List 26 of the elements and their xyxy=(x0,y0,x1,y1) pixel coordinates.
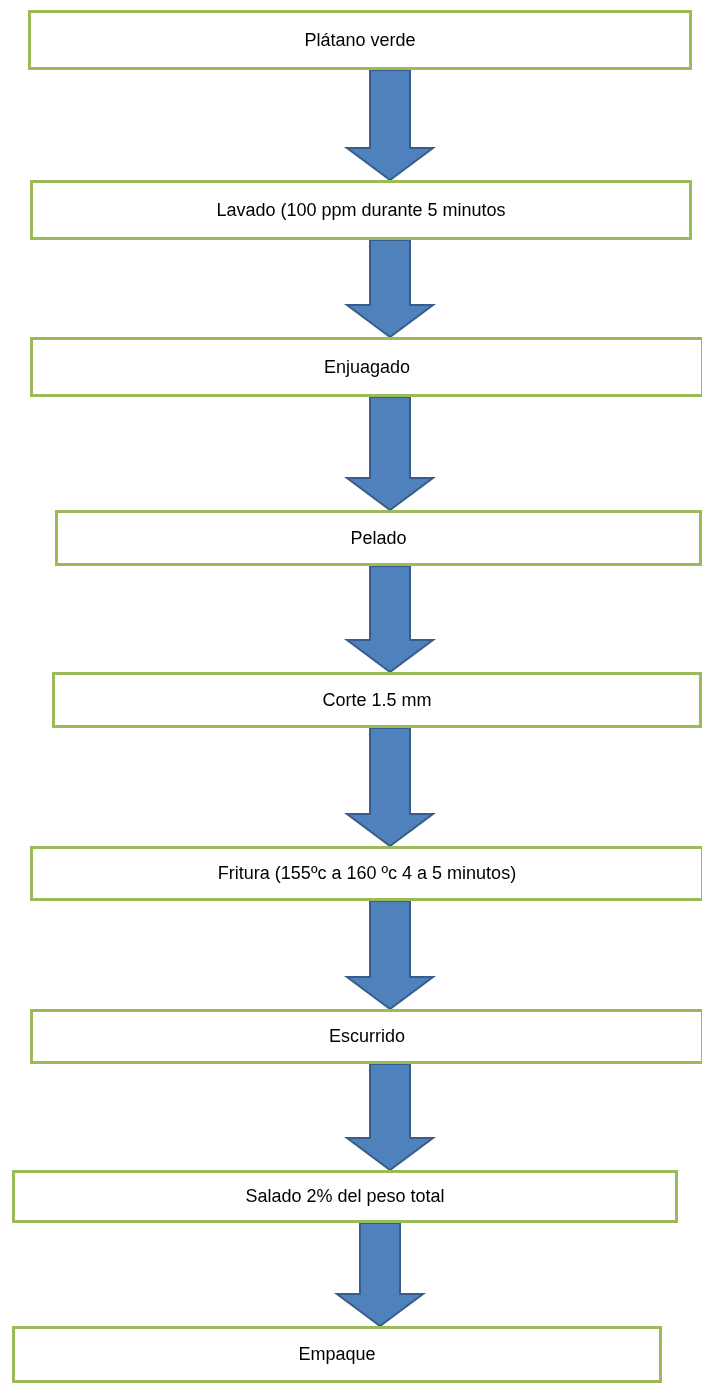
process-box xyxy=(55,510,702,566)
block-arrow xyxy=(344,727,436,848)
step-label: Corte 1.5 mm xyxy=(322,689,432,711)
block-arrow xyxy=(344,69,436,182)
block-arrow xyxy=(344,565,436,674)
process-box xyxy=(30,337,702,397)
step-label: Escurrido xyxy=(329,1026,405,1047)
block-arrow xyxy=(334,1222,426,1328)
step-label: Salado 2% del peso total xyxy=(245,1186,445,1207)
step-label: Enjuagado xyxy=(323,356,411,378)
step-label: Pelado xyxy=(350,527,407,549)
block-arrow xyxy=(344,396,436,512)
process-box xyxy=(30,846,702,901)
block-arrow xyxy=(344,1063,436,1172)
step-label: Fritura (155ºc a 160 ºc 4 a 5 minutos) xyxy=(217,863,517,884)
process-box xyxy=(52,672,702,728)
process-box xyxy=(12,1326,662,1383)
step-label: Empaque xyxy=(298,1344,376,1365)
process-box xyxy=(28,10,692,70)
block-arrow xyxy=(344,900,436,1011)
process-box xyxy=(30,1009,702,1064)
process-box xyxy=(30,180,692,240)
process-box xyxy=(12,1170,678,1223)
step-label: Plátano verde xyxy=(304,29,416,51)
block-arrow xyxy=(344,239,436,339)
step-label: Lavado (100 ppm durante 5 minutos xyxy=(216,199,506,221)
